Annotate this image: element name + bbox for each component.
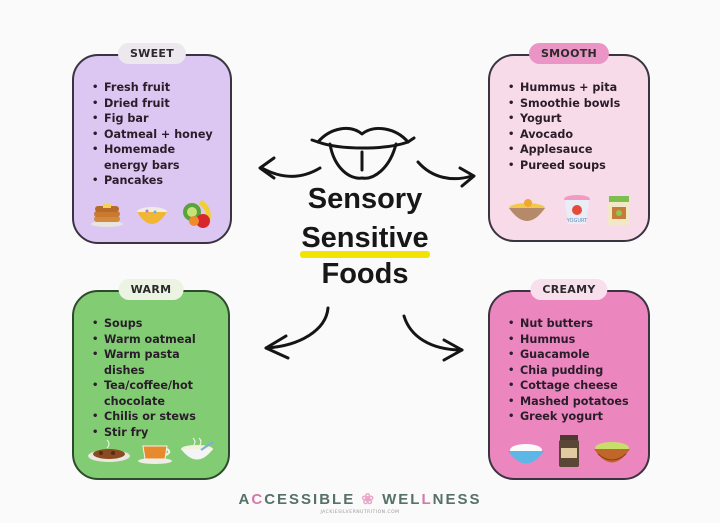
card-label: CREAMY <box>530 279 608 300</box>
list-item: Pancakes <box>92 173 214 189</box>
bowl-icon <box>509 199 546 221</box>
stew-plate-icon <box>88 439 130 462</box>
list-item: Cottage cheese <box>508 378 629 394</box>
list-item: Guacamole <box>508 347 629 363</box>
list-item: Avocado <box>508 127 620 143</box>
list-item: Oatmeal + honey <box>92 127 214 143</box>
flower-icon: ❀ <box>361 491 376 508</box>
yogurt-cup-icon: YOGURT <box>563 195 590 224</box>
item-list: Fresh fruit Dried fruit Fig bar Oatmeal … <box>92 80 214 189</box>
card-label: WARM <box>118 279 184 300</box>
guacamole-bowl-icon <box>594 442 631 463</box>
list-item: Nut butters <box>508 316 629 332</box>
list-item: Soups <box>92 316 217 332</box>
list-item: Chia pudding <box>508 363 629 379</box>
item-list: Hummus + pita Smoothie bowls Yogurt Avoc… <box>508 80 620 173</box>
list-item: Pureed soups <box>508 158 620 174</box>
card-label: SMOOTH <box>528 43 610 64</box>
page-title-line3: Foods <box>321 258 409 290</box>
brand-url: JACKIESILVERNUTRITION.COM <box>320 510 400 515</box>
list-item: Mashed potatoes <box>508 394 629 410</box>
card-warm: WARM Soups Warm oatmeal Warm pasta dishe… <box>72 279 230 480</box>
nut-butter-jar-icon <box>558 435 579 467</box>
cereal-bowl-icon <box>136 207 167 224</box>
list-item: Warm pasta dishes <box>92 347 184 378</box>
page-title-line1: Sensory <box>307 183 423 215</box>
item-list: Nut butters Hummus Guacamole Chia puddin… <box>508 316 629 425</box>
list-item: Hummus + pita <box>508 80 620 96</box>
pancakes-icon <box>90 204 123 227</box>
list-item: Applesauce <box>508 142 620 158</box>
list-item: Greek yogurt <box>508 409 629 425</box>
fruit-icon <box>183 199 212 228</box>
list-item: Homemade energy bars <box>92 142 214 173</box>
list-item: Smoothie bowls <box>508 96 620 112</box>
lips-tongue-icon <box>310 126 416 180</box>
tea-cup-icon <box>138 445 172 464</box>
list-item: Fig bar <box>92 111 214 127</box>
jar-icon <box>607 196 630 225</box>
item-list: Soups Warm oatmeal Warm pasta dishes Tea… <box>92 316 217 440</box>
card-smooth: SMOOTH Hummus + pita Smoothie bowls Yogu… <box>488 43 650 242</box>
svg-text:YOGURT: YOGURT <box>566 218 588 224</box>
card-creamy: CREAMY Nut butters Hummus Guacamole Chia… <box>488 279 650 480</box>
list-item: Yogurt <box>508 111 620 127</box>
soup-bowl-icon <box>181 437 214 460</box>
list-item: Stir fry <box>92 425 217 441</box>
title-highlight <box>300 251 430 258</box>
list-item: Chilis or stews <box>92 409 217 425</box>
brand-logo: ACCESSIBLE ❀ WELLNESS <box>238 491 482 508</box>
card-label: SWEET <box>117 43 187 64</box>
card-sweet: SWEET Fresh fruit Dried fruit Fig bar Oa… <box>72 43 232 244</box>
cream-bowl-icon <box>507 444 544 464</box>
page-title-line2: Sensitive <box>301 222 429 254</box>
list-item: Warm oatmeal <box>92 332 217 348</box>
list-item: Dried fruit <box>92 96 214 112</box>
list-item: Fresh fruit <box>92 80 214 96</box>
list-item: Tea/coffee/hot chocolate <box>92 378 204 409</box>
list-item: Hummus <box>508 332 629 348</box>
